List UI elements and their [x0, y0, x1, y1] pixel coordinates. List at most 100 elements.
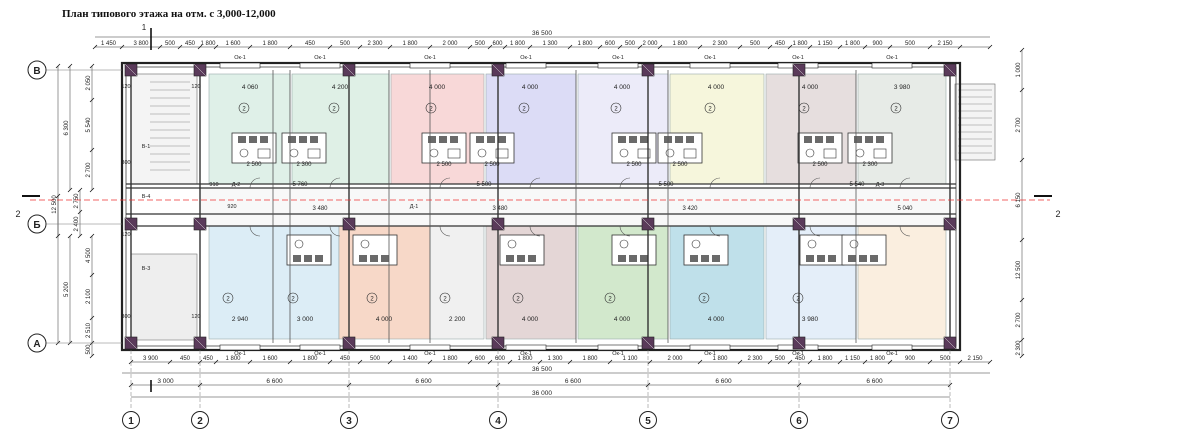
- axis-number: 1: [128, 416, 134, 427]
- dim-overall-top: 36 500: [532, 30, 552, 37]
- room-area-bottom: 4 000: [708, 316, 725, 323]
- dim-value: 2 000: [442, 41, 458, 47]
- dim-tick: [128, 382, 134, 388]
- column-mark: [124, 217, 138, 231]
- dim-tick: [787, 44, 793, 50]
- room-top: [291, 73, 390, 185]
- door-swing: [529, 225, 541, 237]
- dim-value: 2 000: [667, 356, 683, 362]
- dim-tick: [947, 382, 953, 388]
- fixture: [640, 255, 648, 262]
- dim-tick: [567, 44, 573, 50]
- dim-tick: [807, 44, 813, 50]
- window-label: Ок-1: [234, 55, 246, 61]
- dim-value: 600: [495, 356, 506, 362]
- dim-value: 500: [340, 41, 351, 47]
- dim-tick: [1019, 337, 1025, 343]
- dim-tick: [697, 359, 703, 365]
- dim-tick: [387, 44, 393, 50]
- room-marker: [798, 102, 810, 114]
- axis-letter: В: [33, 66, 40, 77]
- fixture: [712, 255, 720, 262]
- fixture: [804, 136, 812, 143]
- fixture: [690, 255, 698, 262]
- wall-label: 120: [121, 84, 130, 90]
- fixture: [828, 255, 836, 262]
- fixture: [487, 136, 495, 143]
- door-swing: [809, 177, 821, 189]
- dim-value: 900: [905, 356, 916, 362]
- corridor-dim: 5 760: [292, 182, 308, 188]
- wall-label: 920: [227, 204, 236, 210]
- dim-axis-span: 6 600: [415, 378, 432, 385]
- dim-value: 1 800: [577, 41, 593, 47]
- dim-tick: [177, 44, 183, 50]
- sink: [257, 148, 271, 159]
- sink: [307, 148, 321, 159]
- dim-value: 500: [940, 356, 951, 362]
- dim-value: 1 300: [542, 41, 558, 47]
- room-area-top: 4 000: [802, 84, 819, 91]
- toilet: [507, 239, 517, 249]
- dim-tick: [927, 44, 933, 50]
- dim-value: 1 800: [442, 356, 458, 362]
- bath-dim: 2 500: [436, 162, 452, 168]
- dim-value: 5 540: [86, 117, 92, 133]
- column-mark: [193, 217, 207, 231]
- door-swing: [709, 177, 721, 189]
- fixture: [476, 136, 484, 143]
- dim-tick: [767, 44, 773, 50]
- column-mark: [943, 63, 957, 77]
- dim-tick: [697, 44, 703, 50]
- axis-bubble: [27, 333, 47, 353]
- room-marker-num: 2: [614, 107, 618, 113]
- dim-tick: [617, 44, 623, 50]
- window-label: Ок-1: [792, 351, 804, 357]
- window: [219, 62, 261, 69]
- column-mark: [342, 217, 356, 231]
- dim-tick: [89, 315, 95, 321]
- fixture: [618, 136, 626, 143]
- toilet: [294, 239, 304, 249]
- window: [409, 62, 451, 69]
- dim-tick: [837, 44, 843, 50]
- fixture: [629, 136, 637, 143]
- dim-tick: [92, 44, 98, 50]
- fixture: [304, 255, 312, 262]
- dim-tick: [607, 359, 613, 365]
- room-marker-num: 2: [291, 297, 295, 303]
- corridor-dim: 5 040: [897, 206, 913, 212]
- door-swing: [329, 225, 341, 237]
- window: [299, 344, 341, 351]
- window: [871, 62, 913, 69]
- stair-right: [954, 83, 996, 161]
- room-area-top: 3 980: [894, 84, 911, 91]
- room-area-bottom: 4 000: [376, 316, 393, 323]
- wall-label: 300: [121, 160, 130, 166]
- fixture: [428, 136, 436, 143]
- dim-tick: [89, 272, 95, 278]
- fixture: [370, 255, 378, 262]
- dim-tick: [887, 359, 893, 365]
- room-bottom: [208, 225, 274, 340]
- room-marker: [425, 102, 437, 114]
- bath-dim: 2 300: [296, 162, 312, 168]
- dim-value: 1 300: [547, 356, 563, 362]
- dim-value: 450: [775, 41, 786, 47]
- corridor-dim: 5 500: [476, 182, 492, 188]
- room-marker: [512, 292, 524, 304]
- room-marker-num: 2: [242, 107, 246, 113]
- bath-dim: 2 500: [246, 162, 262, 168]
- room-area-bottom: 4 000: [614, 316, 631, 323]
- dim-tick: [247, 44, 253, 50]
- dim-value: 2 000: [642, 41, 658, 47]
- toilet: [360, 239, 370, 249]
- stair-left: [130, 73, 198, 185]
- dim-value: 450: [185, 41, 196, 47]
- column-mark: [342, 63, 356, 77]
- dim-value: 1 450: [101, 41, 117, 47]
- bath-dim: 2 300: [862, 162, 878, 168]
- door-swing: [439, 177, 451, 189]
- bath-dim: 2 500: [626, 162, 642, 168]
